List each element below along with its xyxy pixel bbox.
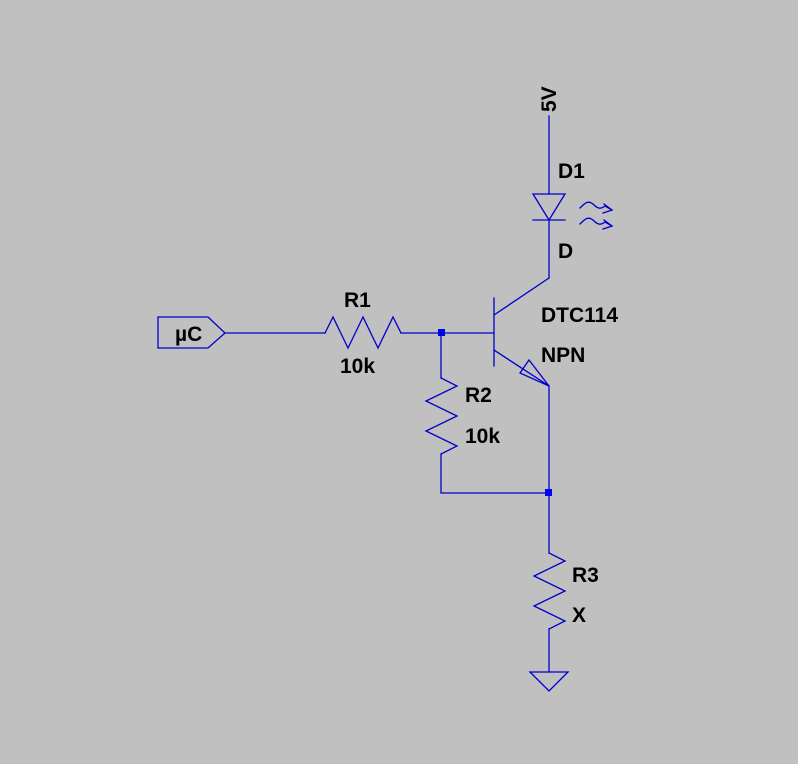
light-emission-icon [579,201,614,230]
d1-name: D1 [558,160,585,183]
ground-icon [528,671,570,692]
r3-name: R3 [572,564,599,587]
r2-name: R2 [465,384,492,407]
input-port-label: µC [175,323,202,346]
supply-label: 5V [538,86,561,112]
q1-name: DTC114 [541,304,618,327]
d1-value: D [558,240,573,263]
resistor-r2[interactable] [424,377,459,455]
r1-value: 10k [340,355,375,378]
input-port-uc[interactable]: µC [157,316,226,349]
resistor-r3[interactable] [532,552,567,630]
r3-value: X [572,604,586,627]
junction-emitter-node [545,489,552,496]
wire-r2-to-emitter-node [440,453,550,494]
led-d1[interactable] [531,115,614,230]
r2-value: 10k [465,425,500,448]
r1-name: R1 [344,289,371,312]
q1-value: NPN [541,344,585,367]
transistor-q1[interactable] [493,277,550,387]
resistor-r1[interactable] [324,315,402,350]
